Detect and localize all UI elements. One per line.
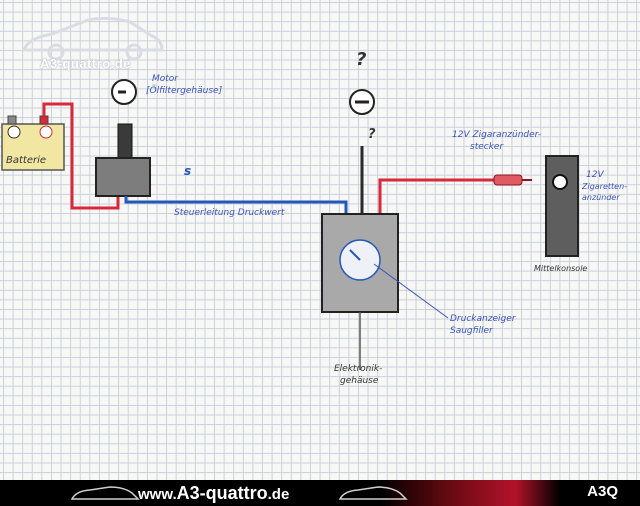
motor-sublabel: [Ölfiltergehäuse] (146, 86, 223, 96)
plug-label: 12V Zigaranzünder- (452, 130, 542, 140)
electronics-sublabel: gehäuse (340, 376, 379, 386)
question-mark-top: ? (356, 49, 367, 70)
socket-icon (552, 174, 568, 190)
motor-label: Motor (152, 74, 179, 84)
wiring-diagram (1, 79, 579, 370)
socket-sublabel-2: anzünder (582, 193, 620, 202)
footer-accent-bar (380, 480, 560, 506)
red-wire-battery (42, 102, 120, 210)
socket-label: 12V (586, 170, 604, 180)
battery-minus-icon (7, 125, 21, 139)
blue-signal-wire (124, 196, 348, 214)
car-silhouette-icon (21, 16, 164, 61)
url-main: A3-quattro (176, 483, 268, 503)
question-mark-mid: ? (368, 127, 376, 142)
footer-model-label: A3Q (587, 483, 618, 500)
socket-sublabel-1: Zigaretten- (582, 182, 628, 191)
battery-terminal-plus (39, 115, 49, 125)
battery-terminal-minus (7, 115, 17, 125)
signal-line-label: Steuerleitung Druckwert (174, 208, 285, 218)
graph-paper-sheet: A3-quattro.de (0, 0, 640, 480)
url-suffix: .de (267, 486, 290, 503)
gauge-sublabel: Saugfiller (450, 326, 493, 336)
electronics-label: Elektronik- (334, 364, 383, 374)
footer-banner: www.A3-quattro.de A3Q (0, 480, 640, 506)
console-label: Mittelkonsole (534, 264, 588, 273)
s-mark: s (184, 164, 192, 178)
battery-plus-icon (39, 125, 53, 139)
car-left-icon (70, 486, 140, 500)
watermark-logo: A3-quattro.de (18, 10, 168, 71)
cigarette-plug-icon (493, 174, 523, 186)
red-wire-plug (378, 178, 496, 214)
url-prefix: www. (138, 486, 177, 503)
watermark-text: A3-quattro.de (40, 56, 131, 71)
gauge-label: Druckanzeiger (450, 314, 516, 324)
plug-sublabel: stecker (470, 142, 504, 152)
battery-label: Batterie (6, 155, 47, 166)
center-console (545, 155, 579, 257)
car-right-icon (338, 486, 408, 500)
sensor-body (95, 157, 151, 197)
gauge-leader-line (373, 263, 449, 319)
sensor-thread (117, 123, 133, 159)
footer-url[interactable]: www.A3-quattro.de (138, 483, 289, 504)
